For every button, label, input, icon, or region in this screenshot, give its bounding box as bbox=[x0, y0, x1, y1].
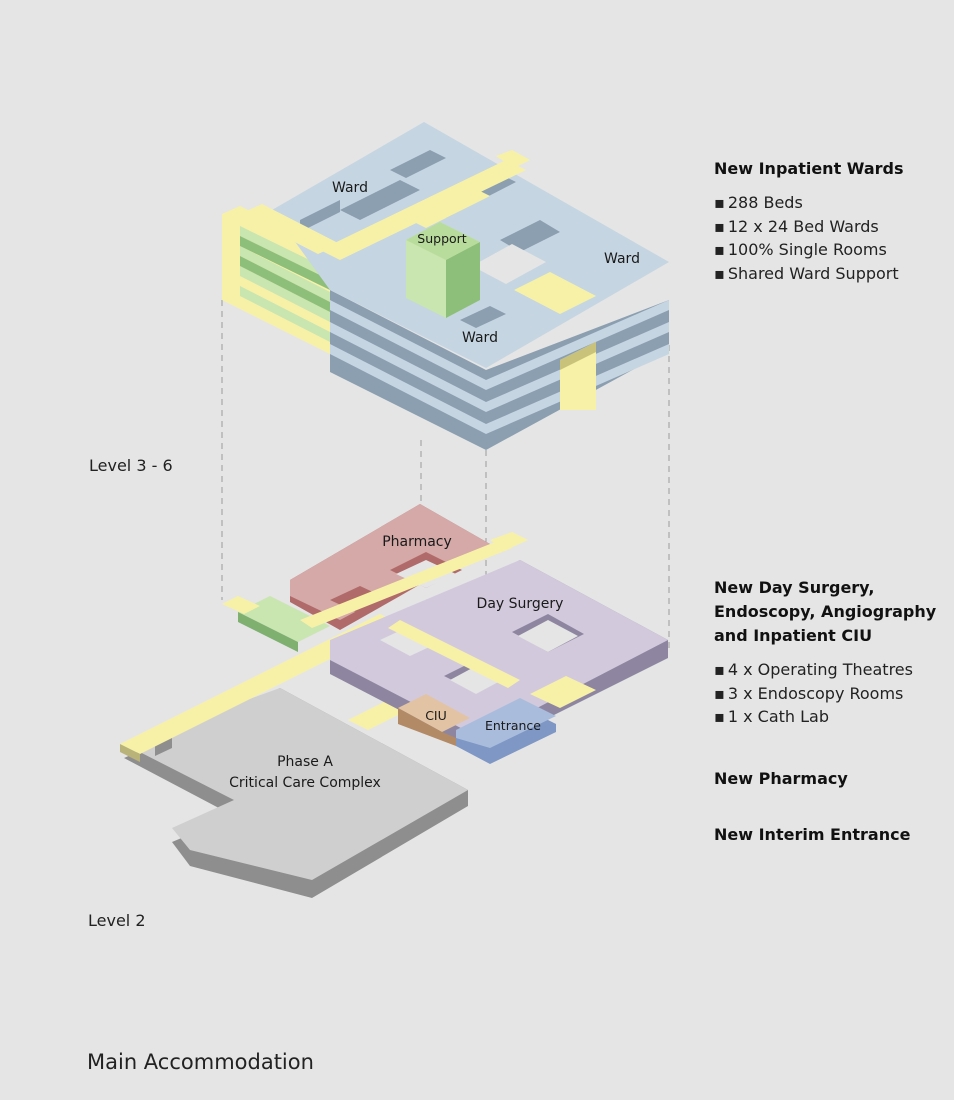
central-support-block bbox=[406, 222, 480, 318]
legend-item: 3 x Endoscopy Rooms bbox=[714, 682, 950, 706]
legend-day-surgery-list: 4 x Operating Theatres 3 x Endoscopy Roo… bbox=[714, 658, 950, 729]
level-3-6-label: Level 3 - 6 bbox=[89, 456, 173, 475]
legend-entrance-title: New Interim Entrance bbox=[714, 825, 911, 844]
label-entrance: Entrance bbox=[485, 718, 541, 733]
label-day-surgery: Day Surgery bbox=[477, 596, 564, 612]
level-2-label: Level 2 bbox=[88, 911, 146, 930]
ward-courtyard bbox=[472, 244, 546, 284]
legend-day-surgery-title-line3: and Inpatient CIU bbox=[714, 626, 873, 645]
label-ward-nw: Ward bbox=[332, 180, 368, 196]
legend-item: 1 x Cath Lab bbox=[714, 705, 950, 729]
label-pharmacy: Pharmacy bbox=[382, 534, 452, 550]
label-support: Support bbox=[417, 231, 467, 246]
legend-item: 100% Single Rooms bbox=[714, 238, 950, 262]
legend-inpatient-wards: New Inpatient Wards 288 Beds 12 x 24 Bed… bbox=[714, 157, 950, 285]
label-critical-care: Critical Care Complex bbox=[229, 775, 381, 791]
legend-item: 4 x Operating Theatres bbox=[714, 658, 950, 682]
ward-circulation bbox=[240, 150, 596, 314]
legend-day-surgery-title-line2: Endoscopy, Angiography bbox=[714, 602, 937, 621]
diagram-caption: Main Accommodation bbox=[87, 1050, 314, 1074]
legend-item: 288 Beds bbox=[714, 191, 950, 215]
label-ward-e: Ward bbox=[604, 251, 640, 267]
legend-pharmacy-title: New Pharmacy bbox=[714, 769, 848, 788]
legend-item: 12 x 24 Bed Wards bbox=[714, 215, 950, 239]
label-ciu: CIU bbox=[425, 708, 447, 723]
level-2-support-block bbox=[222, 596, 330, 652]
legend-day-surgery-title: New Day Surgery, Endoscopy, Angiography … bbox=[714, 576, 950, 648]
phase-a-block bbox=[124, 688, 468, 898]
legend-entrance: New Interim Entrance bbox=[714, 825, 950, 844]
legend-item: Shared Ward Support bbox=[714, 262, 950, 286]
level-2-circulation bbox=[300, 532, 596, 708]
legend-day-surgery: New Day Surgery, Endoscopy, Angiography … bbox=[714, 576, 950, 729]
legend-day-surgery-title-line1: New Day Surgery, bbox=[714, 578, 875, 597]
entrance-block bbox=[456, 698, 556, 764]
label-phase-a: Phase A bbox=[277, 754, 333, 770]
levels-3-6-stack bbox=[222, 122, 669, 450]
label-ward-s: Ward bbox=[462, 330, 498, 346]
legend-inpatient-title: New Inpatient Wards bbox=[714, 159, 904, 178]
ward-floor-slabs bbox=[330, 290, 669, 450]
block-labels: Ward Support Ward Ward Pharmacy Day Surg… bbox=[229, 180, 640, 791]
legend-inpatient-list: 288 Beds 12 x 24 Bed Wards 100% Single R… bbox=[714, 191, 950, 285]
legend-pharmacy: New Pharmacy bbox=[714, 769, 950, 788]
ciu-block bbox=[398, 694, 470, 746]
level-2-plan bbox=[120, 504, 668, 898]
